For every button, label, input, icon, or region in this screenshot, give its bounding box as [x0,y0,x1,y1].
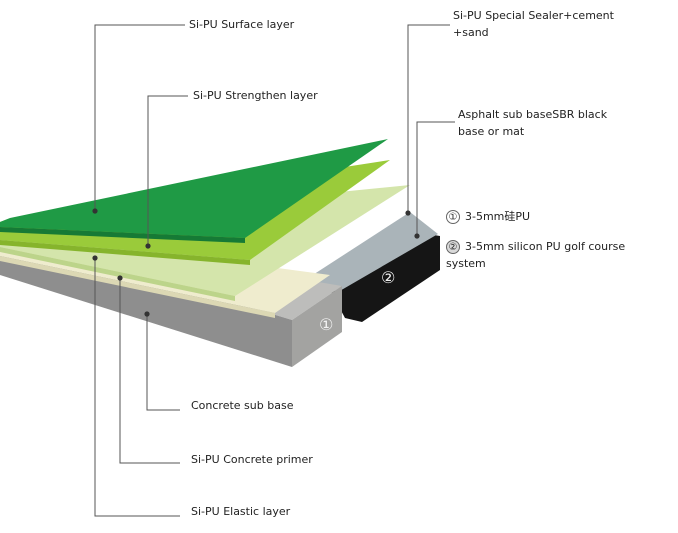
surface-edge [0,227,245,243]
label-special-sealer: Si-PU Special Sealer+cement +sand [453,9,614,39]
label-elastic-layer: Si-PU Elastic layer [191,505,291,518]
label-strengthen-layer: Si-PU Strengthen layer [193,89,318,102]
sealer-layer [305,212,438,292]
label-asphalt-base: Asphalt sub baseSBR black base or mat [458,108,608,138]
legend-text-1: 3-5mm硅PU [465,210,531,223]
legend-item-1: ① 3-5mm硅PU [446,208,530,225]
marker-two: ② [381,268,396,287]
label-concrete-primer: Si-PU Concrete primer [191,453,313,466]
legend-num-2: ② [446,240,460,254]
primer-edge [0,256,275,318]
surface-layer [0,139,388,238]
elastic-edge [0,247,235,301]
label-surface-layer: Si-PU Surface layer [189,18,295,31]
leader-dots [92,208,420,317]
marker-one: ① [319,315,334,334]
legend-text-2: 3-5mm silicon PU golf course system [446,240,626,270]
leader-lines [94,24,455,517]
label-concrete-sub-base: Concrete sub base [191,399,294,412]
concrete-front [292,286,342,367]
strengthen-edge [0,240,250,265]
asphalt-layer [330,232,440,322]
legend-num-1: ① [446,210,460,224]
